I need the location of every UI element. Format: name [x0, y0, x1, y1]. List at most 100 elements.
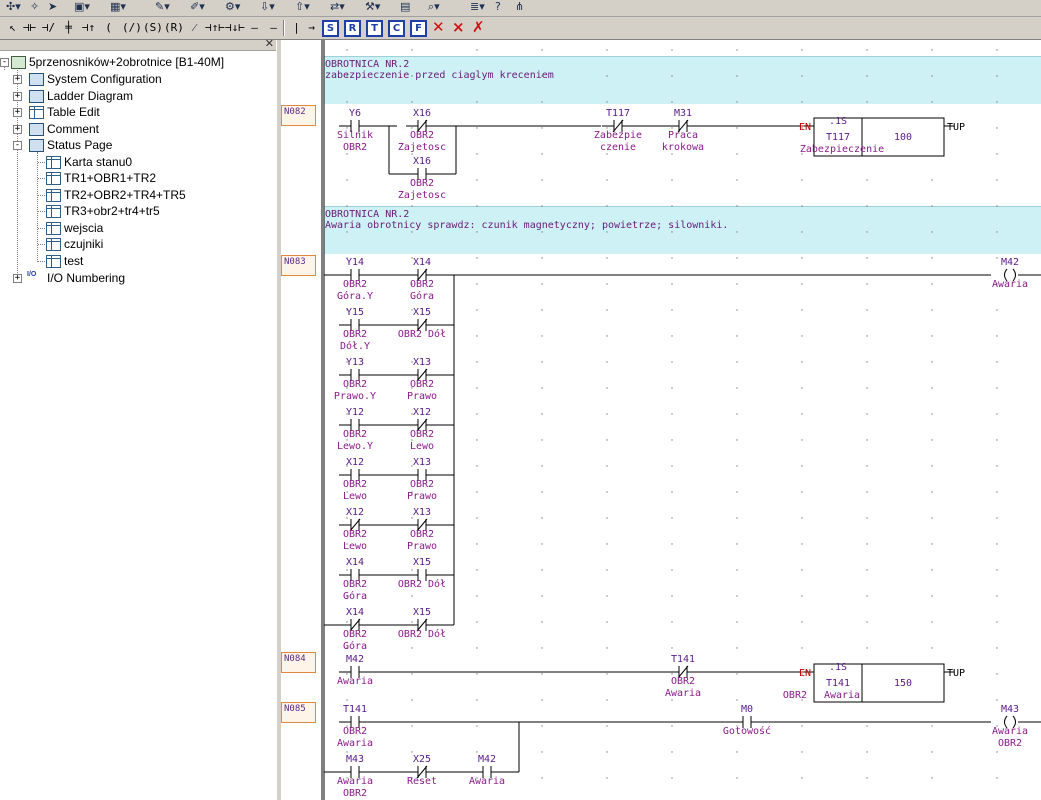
table-icon[interactable]: ▦▾ — [110, 0, 126, 13]
status-page-child[interactable]: czujniki — [0, 236, 276, 252]
rung-number-label[interactable]: N083 — [281, 255, 316, 276]
contact-description: OBR2 — [671, 676, 695, 687]
contact-nc-icon[interactable]: ⊣/⊢ — [41, 21, 56, 39]
upload-icon[interactable]: ⇧▾ — [295, 0, 310, 13]
coil-left-arc — [1004, 715, 1008, 729]
edit-icon[interactable]: ✐▾ — [190, 0, 205, 13]
contact-description: Dół.Y — [340, 340, 370, 352]
contact-description: Lewo — [343, 541, 367, 552]
close-panel-icon[interactable]: ✕ — [264, 38, 274, 50]
status-page-child[interactable]: Karta stanu0 — [0, 154, 276, 170]
grid-dot — [931, 777, 933, 779]
pulse-down-icon[interactable]: ⊣↓⊢ — [225, 21, 245, 34]
grid-dot — [541, 465, 543, 467]
tree-item-ladder-diagram[interactable]: + Ladder Diagram — [0, 88, 276, 104]
grid-dot — [346, 101, 348, 103]
print-icon[interactable]: ▤ — [400, 0, 411, 13]
write-icon[interactable]: ✎▾ — [155, 0, 170, 13]
expand-toggle-icon[interactable]: + — [13, 273, 22, 283]
contact-nc-slash — [416, 318, 428, 332]
grid-dot — [541, 335, 543, 337]
rung-number-label[interactable]: N084 — [281, 652, 316, 673]
function-c-button[interactable]: C — [388, 20, 405, 37]
settings-icon[interactable]: ⚒▾ — [365, 0, 381, 13]
monitor-icon[interactable]: ▣▾ — [74, 0, 90, 13]
tree-item-system-configuration[interactable]: + System Configuration — [0, 71, 276, 87]
list-icon[interactable]: ≣▾ — [470, 0, 485, 13]
expand-toggle-icon[interactable]: + — [13, 124, 22, 134]
run-icon[interactable]: ➤ — [48, 0, 58, 13]
grid-dot — [346, 127, 348, 129]
grid-dot — [931, 283, 933, 285]
contact-no-icon[interactable]: ⊣⊢ — [22, 21, 37, 34]
arrow-right-icon[interactable]: → — [308, 21, 315, 34]
status-page-child[interactable]: TR3+obr2+tr4+tr5 — [0, 203, 276, 219]
pulse-up-icon[interactable]: ⊣↑⊢ — [205, 21, 225, 34]
ladder-canvas[interactable]: Y6SilnikOBR2X16OBR2ZajetoscT117Zabezpiec… — [281, 40, 1041, 800]
function-r-button[interactable]: R — [344, 20, 361, 37]
tree-root[interactable]: - 5przenosników+2obrotnice [B1-40M] — [0, 54, 276, 70]
tree-item-table-edit[interactable]: + Table Edit — [0, 104, 276, 120]
horizontal-line-icon[interactable]: — — [251, 21, 258, 34]
contact-parallel-icon[interactable]: ╪ — [65, 21, 72, 34]
select-pointer-icon[interactable]: ↖ — [9, 21, 16, 34]
collapse-toggle-icon[interactable]: - — [13, 140, 22, 150]
timer-en-label: EN — [799, 122, 811, 133]
grid-dot — [931, 569, 933, 571]
tree-item-comment[interactable]: + Comment — [0, 121, 276, 137]
function-s-button[interactable]: S — [322, 20, 339, 37]
status-page-child-label: TR3+obr2+tr4+tr5 — [64, 204, 160, 218]
info-icon[interactable]: ⋔ — [515, 0, 525, 13]
rung-number-label[interactable]: N085 — [281, 702, 316, 723]
download-icon[interactable]: ⇩▾ — [260, 0, 275, 13]
contact-description: krokowa — [662, 142, 704, 153]
help-icon[interactable]: ? — [495, 0, 501, 13]
status-page-child[interactable]: test — [0, 253, 276, 269]
reset-coil-icon[interactable]: (R) — [164, 21, 184, 34]
grid-dot — [541, 751, 543, 753]
grid-dot — [541, 517, 543, 519]
grid-dot — [606, 491, 608, 493]
vertical-line-icon[interactable]: | — [293, 21, 300, 34]
grid-dot — [736, 751, 738, 753]
grid-dot — [411, 283, 413, 285]
tree-item-status-page[interactable]: - Status Page — [0, 137, 276, 153]
grid-dot — [476, 517, 478, 519]
coil-address: M43 — [1001, 704, 1019, 715]
compare-icon[interactable]: ⇄▾ — [330, 0, 345, 13]
set-coil-icon[interactable]: (S) — [143, 21, 163, 34]
coil-nc-icon[interactable]: (/) — [122, 21, 142, 34]
tools-icon[interactable]: ✧ — [30, 0, 40, 13]
status-page-child[interactable]: TR2+OBR2+TR4+TR5 — [0, 187, 276, 203]
delete-line-icon[interactable]: ✗ — [472, 18, 485, 36]
expand-toggle-icon[interactable]: + — [13, 107, 22, 117]
status-page-child[interactable]: wejscia — [0, 220, 276, 236]
delete-icon[interactable]: ✕ — [432, 18, 445, 36]
expand-toggle-icon[interactable]: + — [13, 91, 22, 101]
collapse-toggle-icon[interactable]: - — [0, 57, 9, 67]
contact-rising-icon[interactable]: ⊣↑ — [81, 21, 96, 34]
function-f-button[interactable]: F — [410, 20, 427, 37]
network-icon[interactable]: ✣▾ — [6, 0, 21, 13]
compile-icon[interactable]: ⚙▾ — [225, 0, 241, 13]
invert-icon[interactable]: ⁄ — [193, 21, 196, 34]
function-t-button[interactable]: T — [366, 20, 383, 37]
coil-icon[interactable]: ( ) — [105, 21, 112, 39]
plc-project-icon — [11, 56, 26, 69]
tree-item-io-numbering[interactable]: + I/O I/O Numbering — [0, 270, 276, 286]
status-page-child[interactable]: TR1+OBR1+TR2 — [0, 170, 276, 186]
status-page-child-label: Karta stanu0 — [64, 155, 133, 169]
rung-number-label[interactable]: N082 — [281, 105, 316, 126]
horizontal-line2-icon[interactable]: ‒ — [270, 21, 277, 34]
delete-vertical-icon[interactable]: ⨯ — [452, 18, 465, 36]
expand-toggle-icon[interactable]: + — [13, 74, 22, 84]
table-edit-icon — [29, 106, 44, 119]
grid-dot — [736, 309, 738, 311]
grid-dot — [736, 595, 738, 597]
grid-dot — [541, 543, 543, 545]
zoom-icon[interactable]: ⌕▾ — [428, 0, 440, 13]
grid-dot — [476, 569, 478, 571]
